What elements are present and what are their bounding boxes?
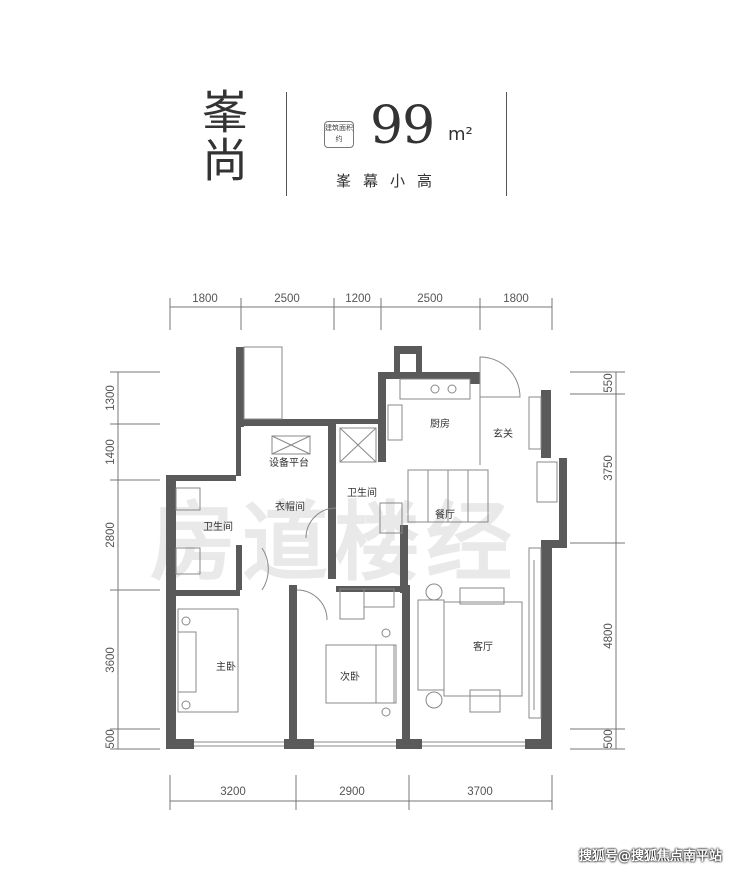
room-bathroom-2: 卫生间 <box>203 520 233 533</box>
dim-right-2: 3750 <box>603 455 615 481</box>
exterior-walls <box>166 346 567 749</box>
unit-name: 峯尚 <box>195 88 249 184</box>
dim-right-3: 4800 <box>603 623 615 649</box>
dim-top-1: 1800 <box>192 293 218 305</box>
source-watermark: 搜狐号@搜狐焦点南平站 <box>578 849 722 864</box>
subtitle: 峯幕小高 <box>335 172 444 190</box>
room-second-bedroom: 次卧 <box>340 670 360 683</box>
room-master-bedroom: 主卧 <box>216 660 236 673</box>
area-value: 99 <box>370 96 435 156</box>
area-badge: 建筑面积约 <box>324 121 354 148</box>
window-lines <box>194 346 558 747</box>
dim-top-5: 1800 <box>503 293 529 305</box>
dim-right-4: 500 <box>603 729 615 748</box>
room-equipment-platform: 设备平台 <box>269 456 309 469</box>
dim-left-2: 1400 <box>105 439 117 465</box>
plan-header: 峯尚 建筑面积约 99 m² 峯幕小高 <box>0 0 740 230</box>
dim-left-4: 3600 <box>105 647 117 673</box>
top-dimension-line <box>169 298 553 330</box>
bottom-dimension-line <box>169 775 553 810</box>
room-dining: 餐厅 <box>435 508 455 521</box>
dim-bottom-2: 2900 <box>339 786 365 798</box>
left-dimension-line <box>110 371 160 750</box>
room-living: 客厅 <box>473 640 493 653</box>
dim-top-4: 2500 <box>417 293 443 305</box>
fixtures <box>175 378 523 717</box>
right-dimension-line <box>570 371 625 750</box>
dim-left-1: 1300 <box>105 385 117 411</box>
dim-top-2: 2500 <box>274 293 300 305</box>
area-unit: m² <box>448 124 473 145</box>
dim-right-1: 550 <box>603 373 615 392</box>
dim-top-3: 1200 <box>345 293 371 305</box>
room-closet: 衣帽间 <box>275 500 305 513</box>
dim-left-5: 500 <box>105 729 117 748</box>
dim-left-3: 2800 <box>105 522 117 548</box>
dim-bottom-1: 3200 <box>220 786 246 798</box>
divider-right <box>506 92 507 196</box>
divider-left <box>286 92 287 196</box>
room-entrance: 玄关 <box>493 427 513 440</box>
room-bathroom-1: 卫生间 <box>347 486 377 499</box>
dim-bottom-3: 3700 <box>467 786 493 798</box>
room-kitchen: 厨房 <box>430 417 450 430</box>
